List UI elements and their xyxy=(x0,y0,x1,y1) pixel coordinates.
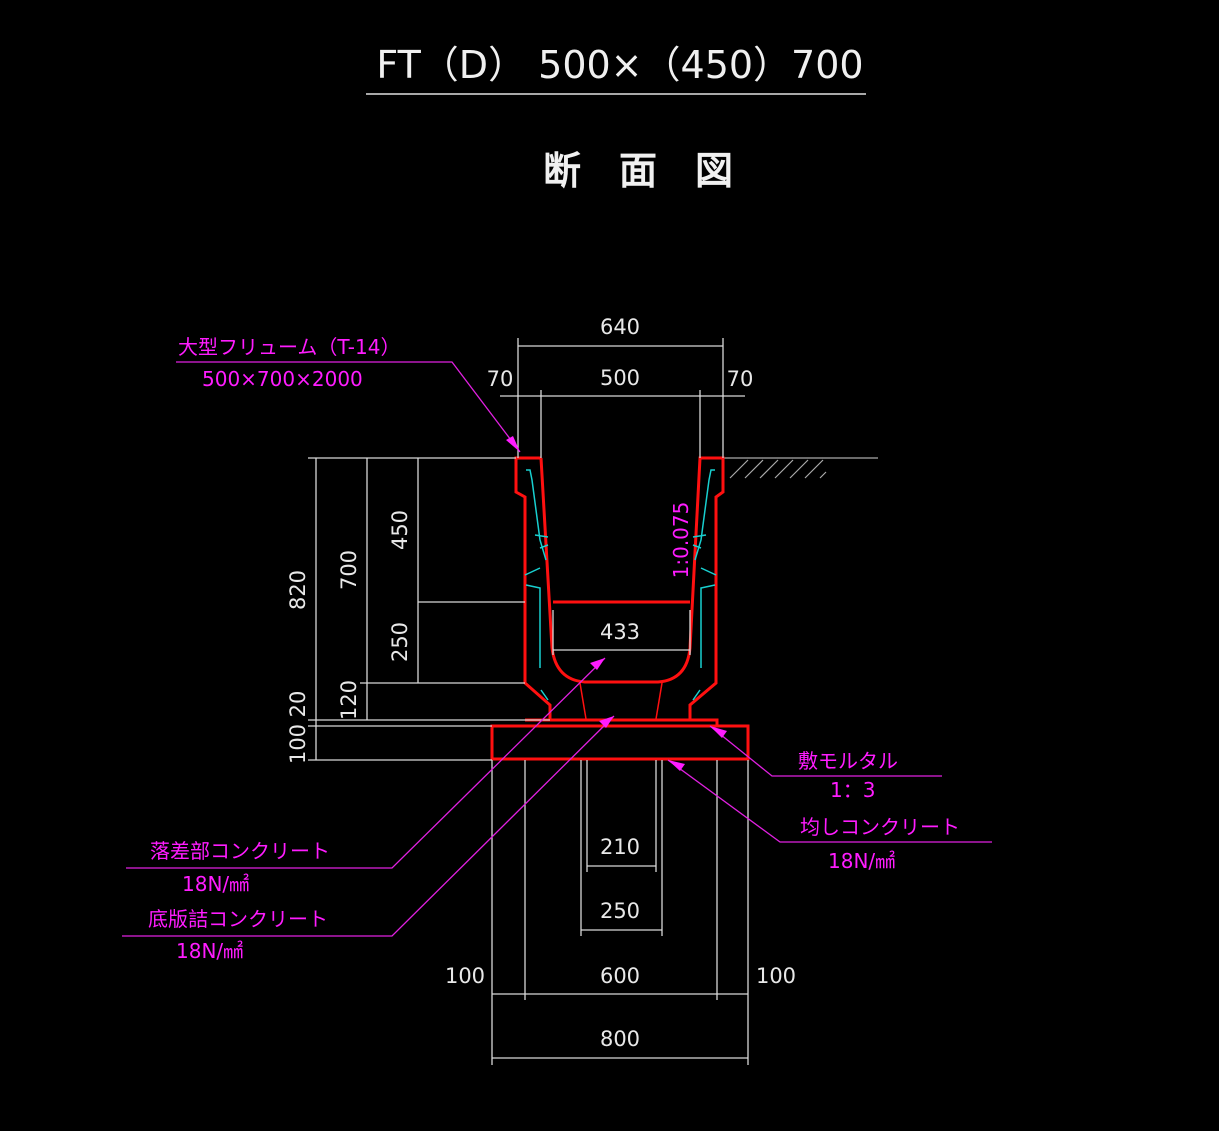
dim-210: 210 xyxy=(600,835,640,859)
drop-concrete-label: 落差部コンクリート xyxy=(150,839,330,863)
drop-concrete-spec: 18N/㎟ xyxy=(182,872,249,896)
flume-spec: 500×700×2000 xyxy=(202,367,363,391)
dimension-lines xyxy=(308,338,749,1065)
leveling-concrete xyxy=(490,724,750,761)
mortar-label: 敷モルタル xyxy=(798,749,898,773)
dimension-labels: 640 500 70 70 820 700 450 250 120 20 100… xyxy=(286,315,796,1051)
mortar-spec: 1：3 xyxy=(830,778,875,802)
drawing-title: FT（D） 500×（450）700 xyxy=(376,43,863,87)
dim-70-left: 70 xyxy=(487,367,514,391)
dim-450: 450 xyxy=(388,510,412,550)
dim-800: 800 xyxy=(600,1027,640,1051)
dim-250-depth: 250 xyxy=(388,622,412,662)
dim-600: 600 xyxy=(600,964,640,988)
leveling-spec: 18N/㎟ xyxy=(828,849,895,873)
leader-lines xyxy=(122,361,992,937)
flume-label: 大型フリューム（T-14） xyxy=(178,335,400,359)
dim-70-right: 70 xyxy=(727,367,754,391)
dim-100-base: 100 xyxy=(286,724,310,764)
slope-label: 1:0.075 xyxy=(669,502,693,579)
dim-820: 820 xyxy=(286,570,310,610)
dim-433: 433 xyxy=(600,620,640,644)
leveling-label: 均しコンクリート xyxy=(800,815,960,839)
annotation-labels: 大型フリューム（T-14） 500×700×2000 敷モルタル 1：3 均しコ… xyxy=(148,335,960,963)
ground-line xyxy=(723,457,878,479)
drawing-subtitle: 断 面 図 xyxy=(543,149,733,193)
dim-100-right: 100 xyxy=(756,964,796,988)
dim-20: 20 xyxy=(286,691,310,718)
dim-640: 640 xyxy=(600,315,640,339)
dim-100-left: 100 xyxy=(445,964,485,988)
bottom-fill-spec: 18N/㎟ xyxy=(176,939,243,963)
flume-outline xyxy=(490,456,750,761)
dim-500: 500 xyxy=(600,366,640,390)
bottom-fill-label: 底版詰コンクリート xyxy=(148,907,328,931)
dim-120: 120 xyxy=(337,680,361,720)
rebar-lines xyxy=(524,469,717,701)
dim-700: 700 xyxy=(337,550,361,590)
dim-250: 250 xyxy=(600,899,640,923)
